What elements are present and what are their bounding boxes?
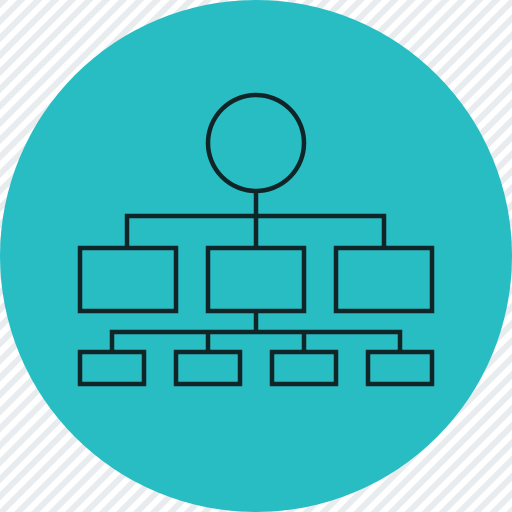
bottom-node-box-2 [173, 349, 243, 387]
bottom-node-box-1 [77, 349, 147, 387]
mid-level-branch-line [124, 213, 387, 248]
mid-node-box-left [77, 245, 179, 314]
mid-node-box-right [333, 245, 435, 314]
bottom-node-box-3 [269, 349, 339, 387]
bottom-level-branch-line [109, 329, 403, 352]
bottom-node-box-4 [365, 349, 435, 387]
org-chart-diagram [77, 92, 435, 387]
